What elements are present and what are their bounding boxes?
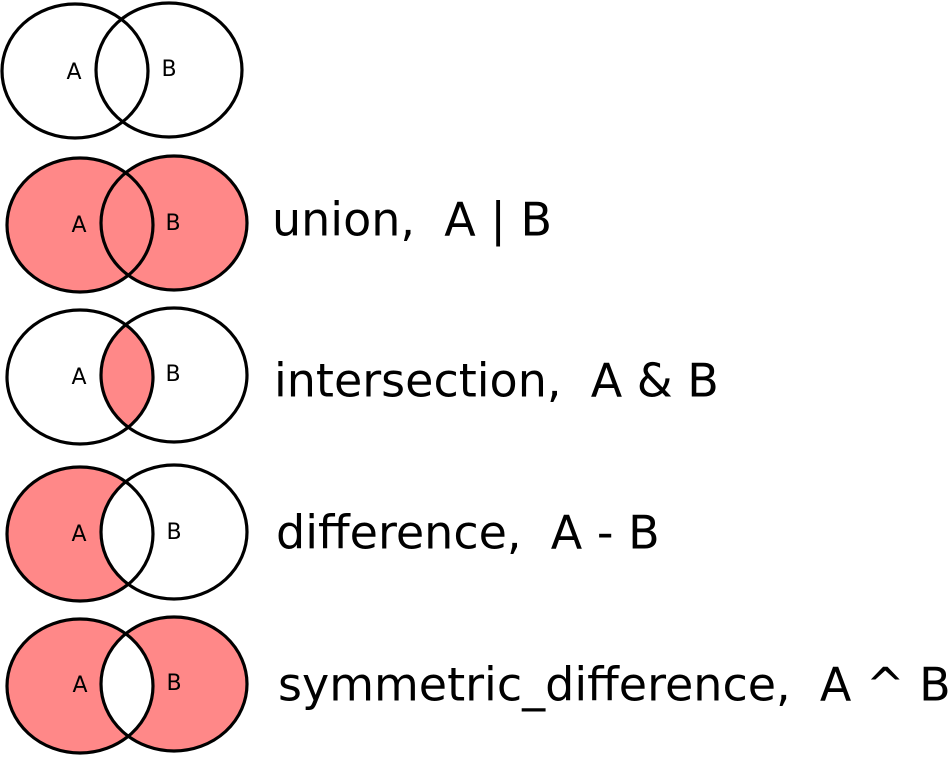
region-b-only-fill <box>101 617 247 751</box>
operation-label-difference: difference, A - B <box>276 506 660 560</box>
circle-a <box>5 308 155 446</box>
set-a-label: A <box>71 522 86 547</box>
operation-label-union: union, A | B <box>272 193 552 248</box>
region-a-only-fill <box>7 467 153 601</box>
circle-a <box>5 617 155 755</box>
circle-b <box>94 1 244 139</box>
circle-b <box>99 463 249 601</box>
set-b-label: B <box>165 362 180 387</box>
region-b-fill <box>101 156 247 290</box>
set-b-label: B <box>161 57 176 82</box>
venn-row-difference: A B difference, A - B <box>5 463 660 603</box>
operation-label-intersection: intersection, A & B <box>274 354 719 408</box>
set-a-label: A <box>72 673 87 698</box>
set-b-label: B <box>166 671 181 696</box>
circle-a <box>5 465 155 603</box>
circle-b <box>99 306 249 444</box>
region-intersection-fill <box>101 310 153 442</box>
circle-a <box>0 2 150 140</box>
operation-label-symmetric-difference: symmetric_difference, A ^ B <box>278 658 950 712</box>
set-a-label: A <box>71 365 86 390</box>
set-b-label: B <box>165 211 180 236</box>
circle-b <box>99 615 249 753</box>
venn-row-symmetric-difference: A B symmetric_difference, A ^ B <box>5 615 950 755</box>
set-a-label: A <box>71 213 86 238</box>
venn-row-intersection: A B intersection, A & B <box>5 306 719 446</box>
venn-row-plain: A B <box>0 1 244 140</box>
set-b-label: B <box>166 520 181 545</box>
venn-row-union: A B union, A | B <box>5 154 552 294</box>
set-a-label: A <box>66 60 81 85</box>
circle-b <box>99 154 249 292</box>
circle-a <box>5 156 155 294</box>
